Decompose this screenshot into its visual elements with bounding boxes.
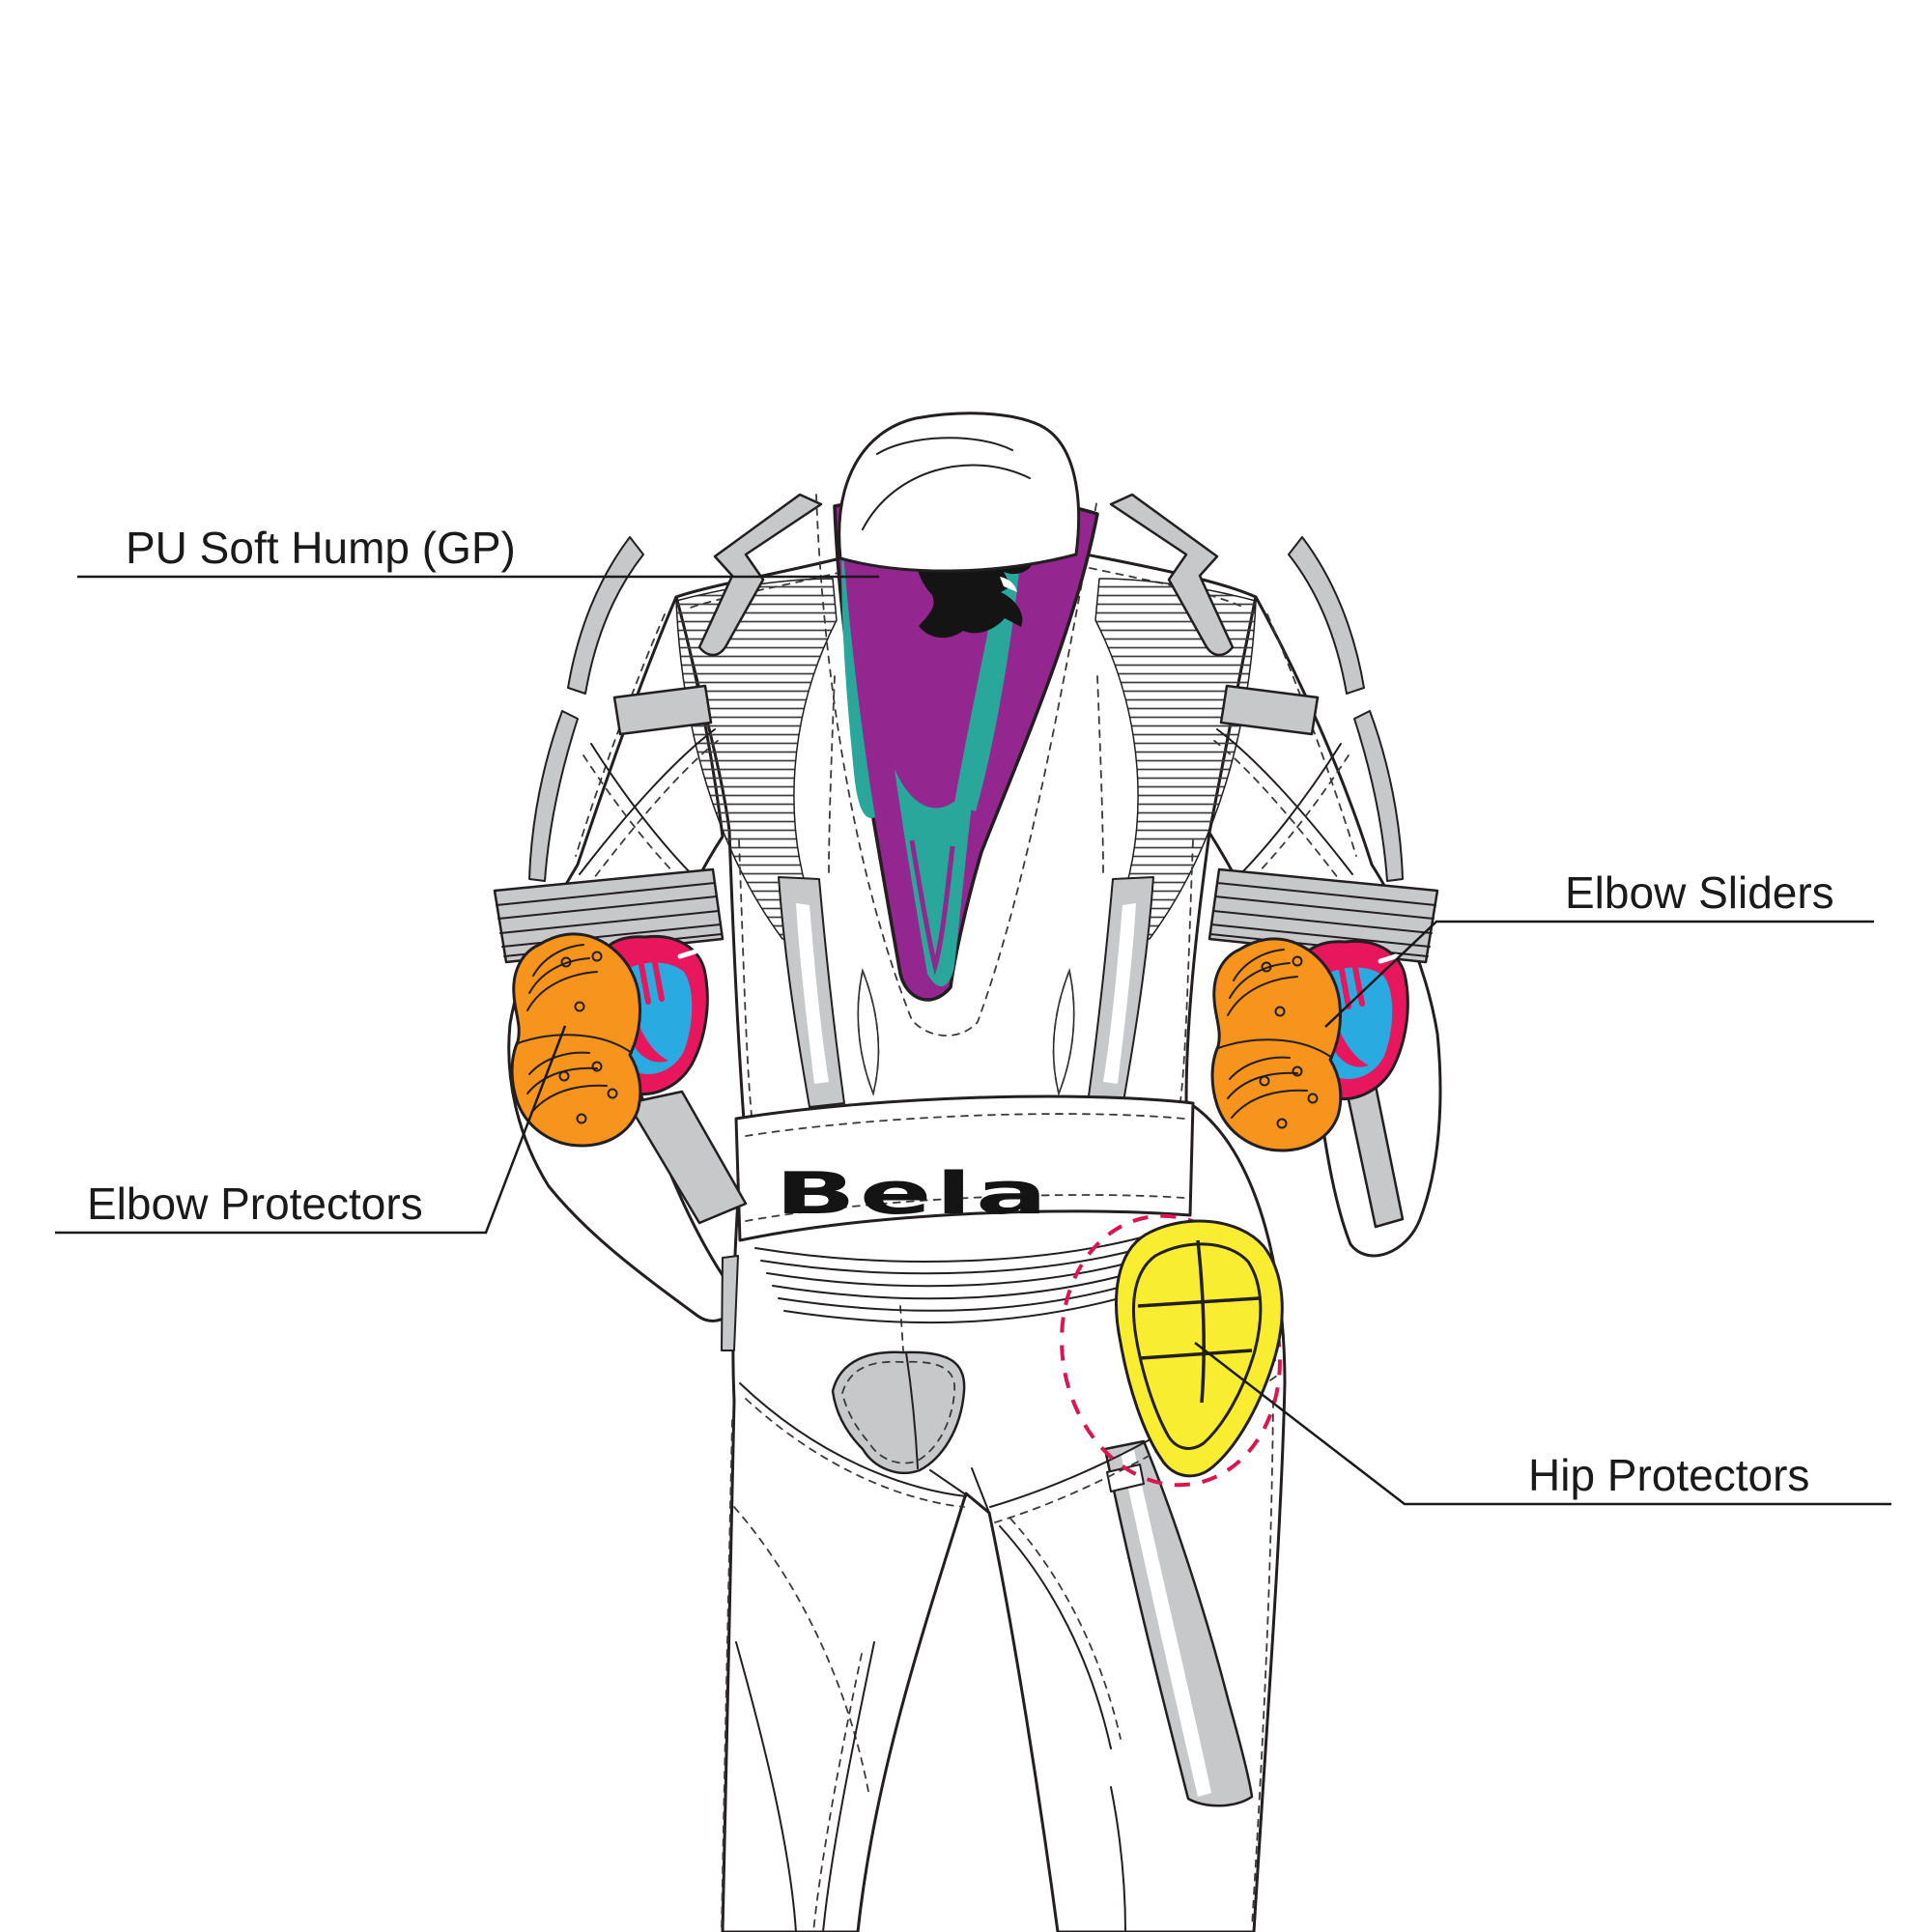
hump-accent-left [841,541,875,818]
waistband: Bela [734,1094,1195,1324]
leader-hip-protectors [1194,1342,1891,1506]
seat-patch [831,1350,966,1475]
stretch-panel-left [675,578,838,940]
shoulder-stripe-right [1109,493,1235,657]
brand-logo: Bela [775,1160,1051,1228]
label-hip-protectors: Hip Protectors [1528,1450,1809,1500]
collar [838,412,1081,573]
forearm-strap-left [626,1090,748,1225]
label-elbow-protectors: Elbow Protectors [87,1179,423,1229]
label-elbow-sliders: Elbow Sliders [1565,867,1834,918]
stretch-panel-right [1094,578,1257,940]
elbow-pad-assembly [510,932,709,1148]
callout-elbow-sliders: Elbow Sliders [1324,867,1874,1028]
callout-hip-protectors: Hip Protectors [1194,1342,1891,1506]
leader-elbow-sliders [1324,920,1874,1028]
callout-pu-soft-hump: PU Soft Hump (GP) [77,523,879,579]
hip-protector [1060,1213,1284,1488]
shoulder-stripe-left [697,493,823,657]
right-leg-stripe [1103,1439,1254,1807]
hump-accent-bottom [895,769,976,987]
leader-elbow-protectors [55,1025,567,1235]
label-pu-soft-hump: PU Soft Hump (GP) [126,523,516,573]
callout-elbow-protectors: Elbow Protectors [55,1025,567,1235]
elbow-protector-pad [510,932,642,1148]
